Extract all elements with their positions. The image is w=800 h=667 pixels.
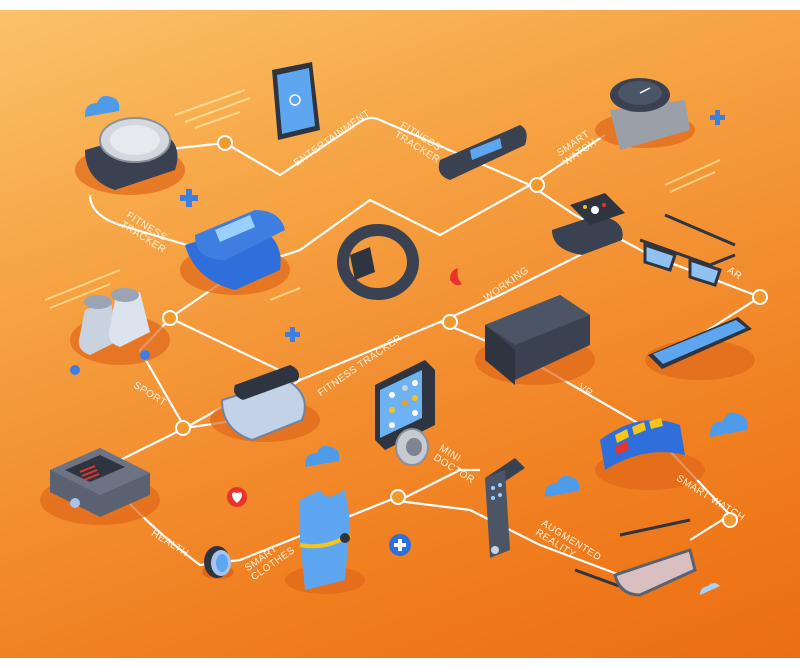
smartphone-remote-icon (645, 317, 755, 380)
connector-lines (88, 116, 763, 577)
vr-headset-icon (475, 295, 595, 385)
decorative-streaks (44, 89, 721, 309)
smartwatch-square-icon (552, 193, 625, 255)
mini-doctor-device-icon (375, 360, 435, 466)
flexible-smartwatch-icon (595, 418, 705, 490)
smart-glasses-bottom-icon (574, 518, 697, 597)
heart-icons (227, 268, 462, 507)
smart-shirt-icon (285, 490, 365, 594)
smart-ring-icon (202, 546, 234, 579)
cloud-icons (85, 95, 748, 595)
blue-fitness-tracker-icon (180, 210, 290, 295)
tablet-icon (272, 62, 320, 140)
smart-shoes-icon (70, 288, 170, 375)
fitness-band-top-icon (438, 125, 527, 180)
smart-bracelet-icon (337, 224, 419, 300)
wrist-remote-icon (485, 458, 525, 558)
diagram-graphics (40, 62, 768, 597)
smartwatch-round-icon (75, 117, 185, 195)
connector-nodes (162, 135, 768, 528)
fitness-band-mid-icon (210, 365, 320, 442)
pulse-oximeter-icon (40, 448, 160, 525)
diagram-canvas: ENTERTAINMENT FITNESS TRACKER SMART WATC… (0, 10, 800, 658)
plus-icons (180, 110, 725, 556)
smart-glasses-ar-icon (639, 213, 736, 287)
smartwatch-metal-icon (595, 78, 695, 150)
